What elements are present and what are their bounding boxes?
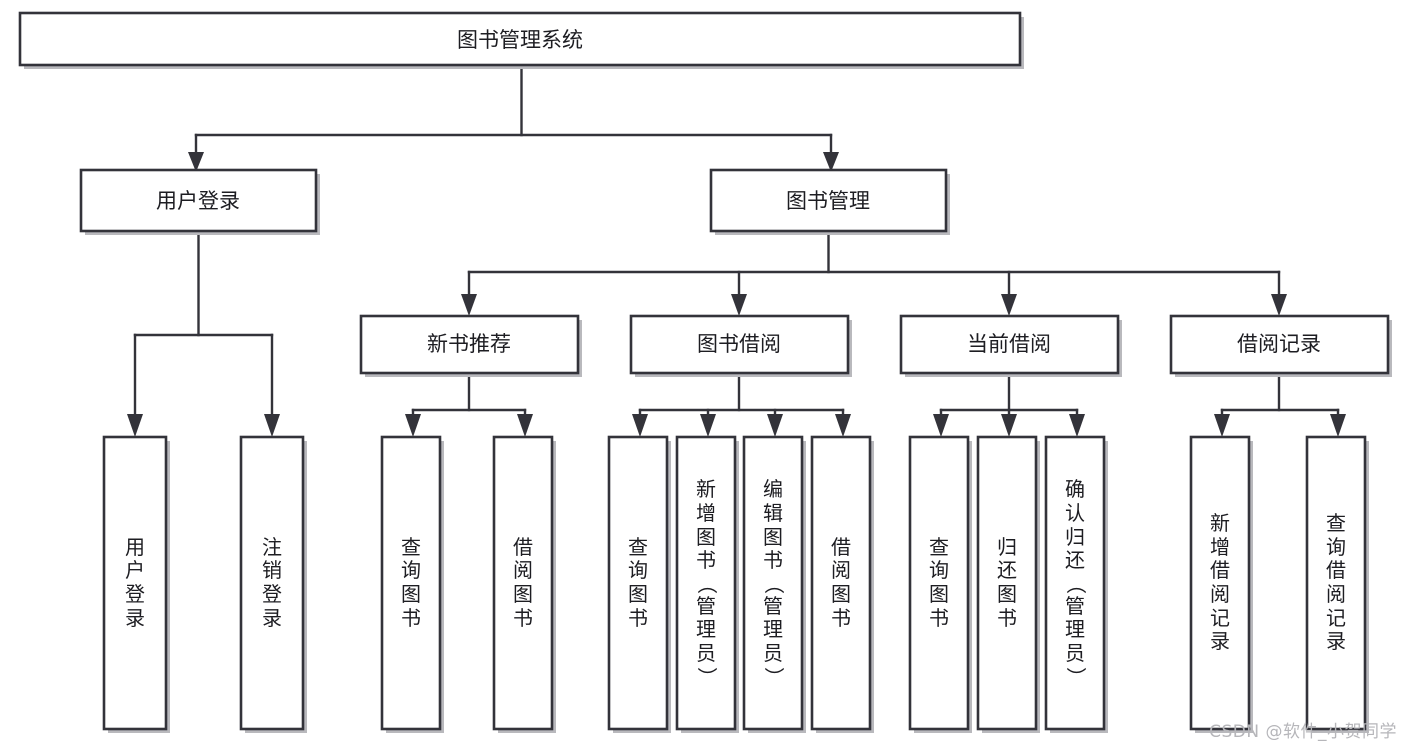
node-label-user-login: 用户登录 [156, 189, 240, 213]
node-box-leaf-borrow-book-2[interactable] [810, 435, 872, 731]
node-box-leaf-add-book[interactable] [675, 435, 737, 731]
node-box-book-borrow[interactable] [629, 314, 850, 375]
csdn-watermark: CSDN @软件_小贺同学 [1209, 722, 1397, 742]
arrow-head-leaf-return-book [1001, 414, 1017, 437]
node-label-book-manage: 图书管理 [786, 189, 870, 213]
node-label-new-book-recommend: 新书推荐 [427, 332, 511, 356]
node-boxes: 图书管理系统 用户登录 图书管理 新书推荐 图书借阅 当前借阅 借阅记录 [18, 11, 1392, 733]
node-box-leaf-logout-login[interactable] [239, 435, 305, 731]
arrow-head-user-login [188, 152, 204, 172]
arrow-head-leaf-edit-book [767, 414, 783, 437]
arrow-head-leaf-query-book-3 [933, 414, 949, 437]
arrow-head-leaf-query-record [1330, 414, 1346, 437]
arrow-head-leaf-add-book [700, 414, 716, 437]
node-box-current-borrow[interactable] [899, 314, 1120, 375]
node-box-leaf-query-book-3[interactable] [908, 435, 970, 731]
node-box-leaf-query-book-2[interactable] [607, 435, 669, 731]
node-box-root[interactable] [18, 11, 1022, 67]
arrow-head-leaf-query-book-2 [632, 414, 648, 437]
node-box-new-book-recommend[interactable] [359, 314, 580, 375]
arrow-head-leaf-query-book-1 [405, 414, 421, 437]
node-label-root: 图书管理系统 [457, 28, 583, 52]
arrow-head-borrow-record [1271, 294, 1287, 316]
arrow-head-leaf-borrow-book-2 [835, 414, 851, 437]
arrow-head-leaf-confirm-return [1069, 414, 1085, 437]
arrow-head-leaf-user-login [127, 414, 143, 437]
arrow-head-book-borrow [731, 294, 747, 316]
connectors [127, 66, 1346, 437]
node-label-book-borrow: 图书借阅 [697, 332, 781, 356]
node-box-leaf-add-record[interactable] [1189, 435, 1251, 731]
node-box-leaf-edit-book[interactable] [742, 435, 804, 731]
arrow-head-leaf-add-record [1214, 414, 1230, 437]
node-label-current-borrow: 当前借阅 [967, 332, 1051, 356]
arrow-head-leaf-borrow-book-1 [517, 414, 533, 437]
node-box-leaf-query-book-1[interactable] [380, 435, 442, 731]
node-box-leaf-borrow-book-1[interactable] [492, 435, 554, 731]
node-label-borrow-record: 借阅记录 [1237, 332, 1321, 356]
arrow-head-current-borrow [1001, 294, 1017, 316]
node-box-leaf-user-login[interactable] [102, 435, 168, 731]
arrow-head-new-book-recommend [461, 294, 477, 316]
node-box-leaf-confirm-return[interactable] [1044, 435, 1106, 731]
node-box-user-login[interactable] [79, 168, 318, 233]
node-box-leaf-return-book[interactable] [976, 435, 1038, 731]
node-box-book-manage[interactable] [709, 168, 948, 233]
arrow-head-book-manage [823, 152, 839, 172]
node-box-leaf-query-record[interactable] [1305, 435, 1367, 731]
node-box-borrow-record[interactable] [1169, 314, 1390, 375]
arrow-head-leaf-logout-login [264, 414, 280, 437]
